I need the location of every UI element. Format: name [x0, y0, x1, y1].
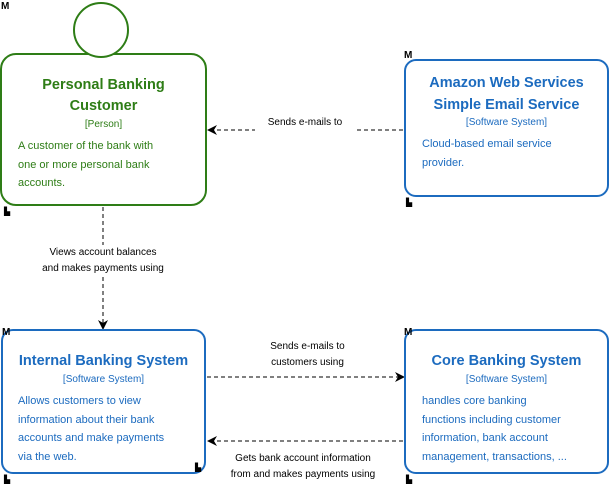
node-description-line: functions including customer	[422, 413, 561, 426]
node-description-line: provider.	[422, 156, 465, 169]
edge-label-line: Views account balances	[49, 247, 157, 258]
m-marker-icon: M	[1, 1, 10, 12]
m-marker-icon: M	[404, 50, 413, 61]
node-internal-banking-system[interactable]: Internal Banking System [Software System…	[1, 329, 206, 474]
node-description: handles core banking functions including…	[422, 392, 567, 466]
node-type: [Software System]	[62, 374, 145, 385]
edge-label-line: and makes payments using	[42, 262, 164, 274]
node-description-line: handles core banking	[422, 395, 527, 407]
node-description-line: A customer of the bank with	[18, 140, 154, 152]
edge-label-ses-to-customer: Sends e-mails to	[255, 115, 355, 131]
document-icon: ▙	[4, 207, 11, 216]
node-type: [Software System]	[465, 117, 548, 128]
node-title-line: Customer	[69, 98, 138, 114]
edge-label-line: Gets bank account information	[235, 453, 371, 464]
node-title-line: Simple Email Service	[433, 97, 580, 113]
node-description-line: via the web.	[18, 450, 77, 463]
node-description-line: accounts and make payments	[18, 432, 165, 444]
node-description-line: Allows customers to view	[18, 395, 141, 407]
node-personal-banking-customer[interactable]: Personal Banking Customer [Person] A cus…	[0, 53, 207, 206]
node-description: Cloud-based email service provider.	[422, 135, 552, 172]
node-aws-ses[interactable]: Amazon Web Services Simple Email Service…	[404, 59, 609, 197]
document-icon: ▙	[4, 475, 11, 484]
node-description-line: management, transactions, ...	[422, 450, 567, 463]
m-marker-icon: M	[404, 327, 413, 338]
node-title-line: Amazon Web Services	[429, 75, 584, 91]
node-core-banking-system[interactable]: Core Banking System [Software System] ha…	[404, 329, 609, 474]
node-type: [Person]	[84, 119, 123, 130]
document-icon: ▙	[406, 198, 413, 207]
edge-label-line: Sends e-mails to	[267, 117, 343, 128]
document-icon: ▙	[406, 475, 413, 484]
node-description-line: information, bank account	[422, 432, 548, 444]
node-description-line: information about their bank	[18, 413, 155, 426]
node-title: Internal Banking System	[18, 353, 189, 369]
person-head-icon	[73, 2, 129, 58]
node-description: A customer of the bank with one or more …	[18, 137, 153, 193]
node-description-line: accounts.	[18, 177, 66, 189]
edge-label-internal-to-core: Sends e-mails to customers using	[250, 339, 365, 370]
edge-label-line: from and makes payments using	[230, 468, 376, 480]
edge-label-customer-to-internal: Views account balances and makes payment…	[22, 245, 184, 276]
node-type: [Software System]	[465, 374, 548, 385]
m-marker-icon: M	[2, 327, 11, 338]
node-title-line: Personal Banking	[42, 77, 165, 93]
node-description-line: Cloud-based email service	[422, 138, 552, 150]
link-icon: ▙	[195, 463, 202, 472]
edge-label-line: customers using	[271, 356, 344, 368]
node-description: Allows customers to view information abo…	[18, 392, 164, 466]
edge-label-core-to-internal: Gets bank account information from and m…	[218, 451, 388, 482]
edge-label-line: Sends e-mails to	[270, 341, 345, 352]
node-description-line: one or more personal bank	[18, 158, 150, 171]
node-title: Core Banking System	[431, 353, 582, 369]
